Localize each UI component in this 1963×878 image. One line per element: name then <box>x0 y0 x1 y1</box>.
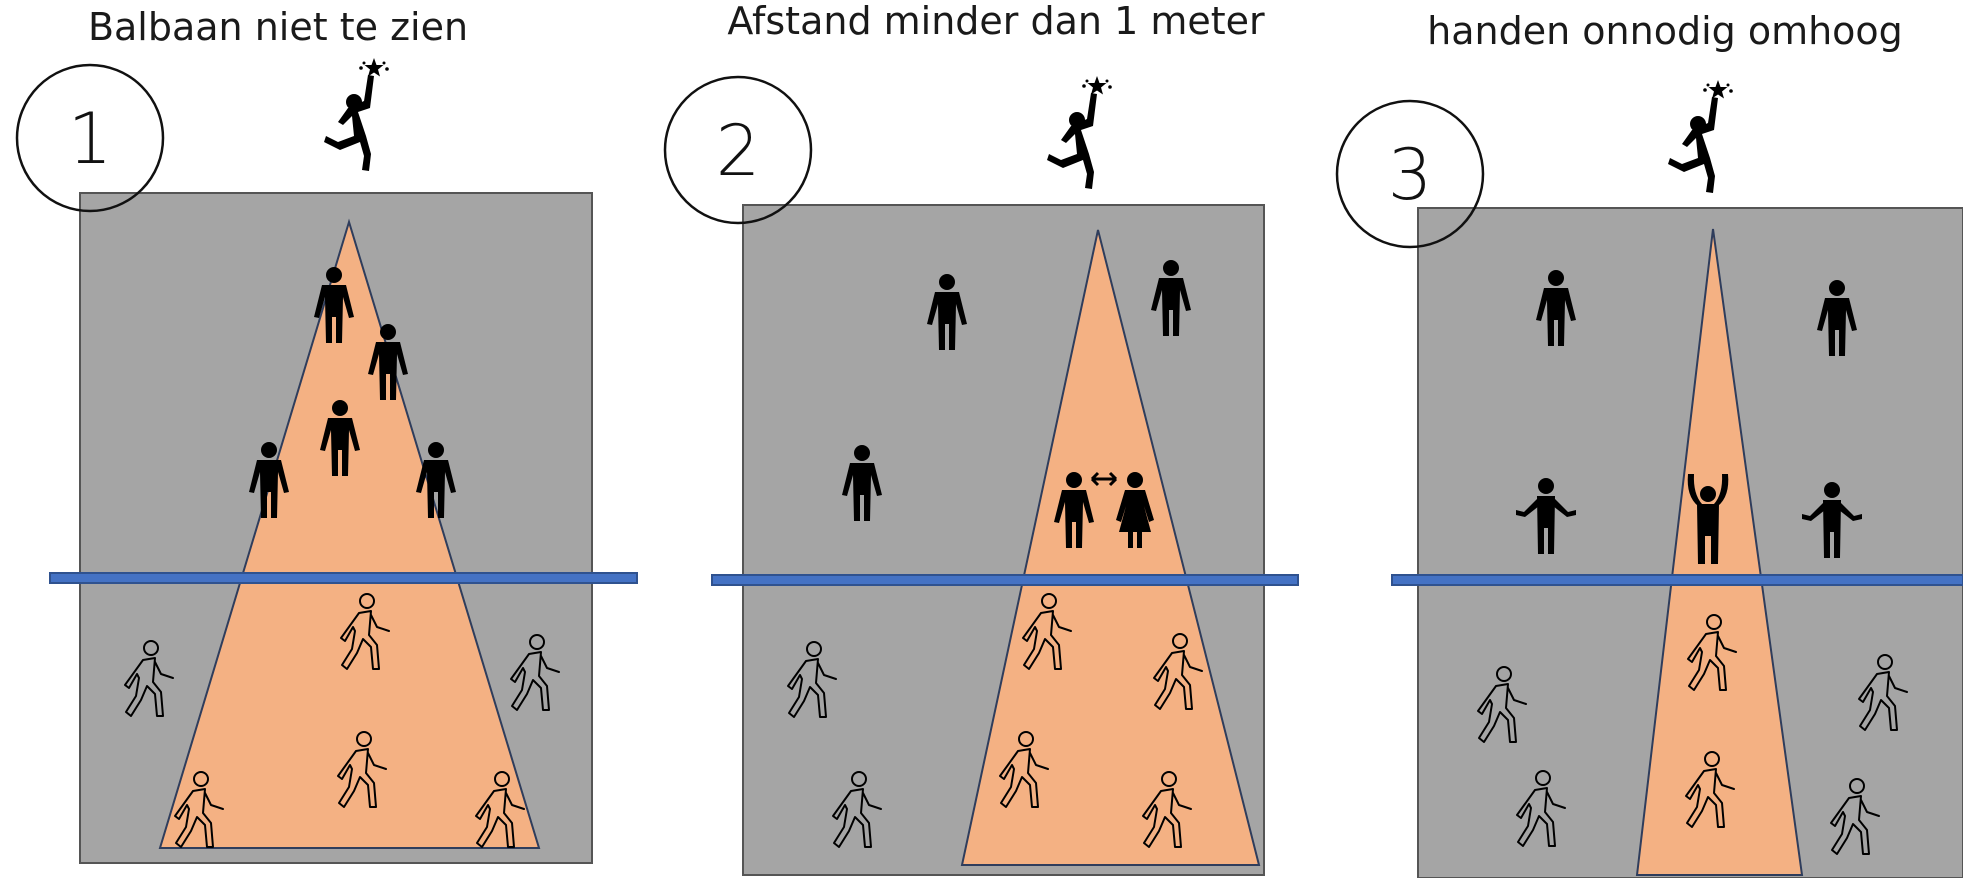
net-panel-2 <box>711 574 1299 586</box>
panel-3-number-badge: 3 <box>1335 99 1485 249</box>
panel-1-number: 1 <box>68 98 113 180</box>
net-panel-1 <box>49 572 638 584</box>
ball-lane-panel-3 <box>1635 228 1804 876</box>
panel-2-number: 2 <box>716 110 761 192</box>
panel-3-number: 3 <box>1388 134 1433 216</box>
jumping-player-icon <box>1668 80 1733 193</box>
panel-1-number-badge: 1 <box>15 63 165 213</box>
panel-2-title: Afstand minder dan 1 meter <box>727 0 1265 43</box>
panel-2-number-badge: 2 <box>663 75 813 225</box>
ball-lane-panel-1 <box>158 218 541 849</box>
jumping-player-icon <box>324 58 389 171</box>
jumping-player-icon <box>1047 76 1112 189</box>
panel-3-title: handen onnodig omhoog <box>1427 9 1903 53</box>
net-panel-3 <box>1391 574 1963 586</box>
panel-1-title: Balbaan niet te zien <box>88 5 468 49</box>
